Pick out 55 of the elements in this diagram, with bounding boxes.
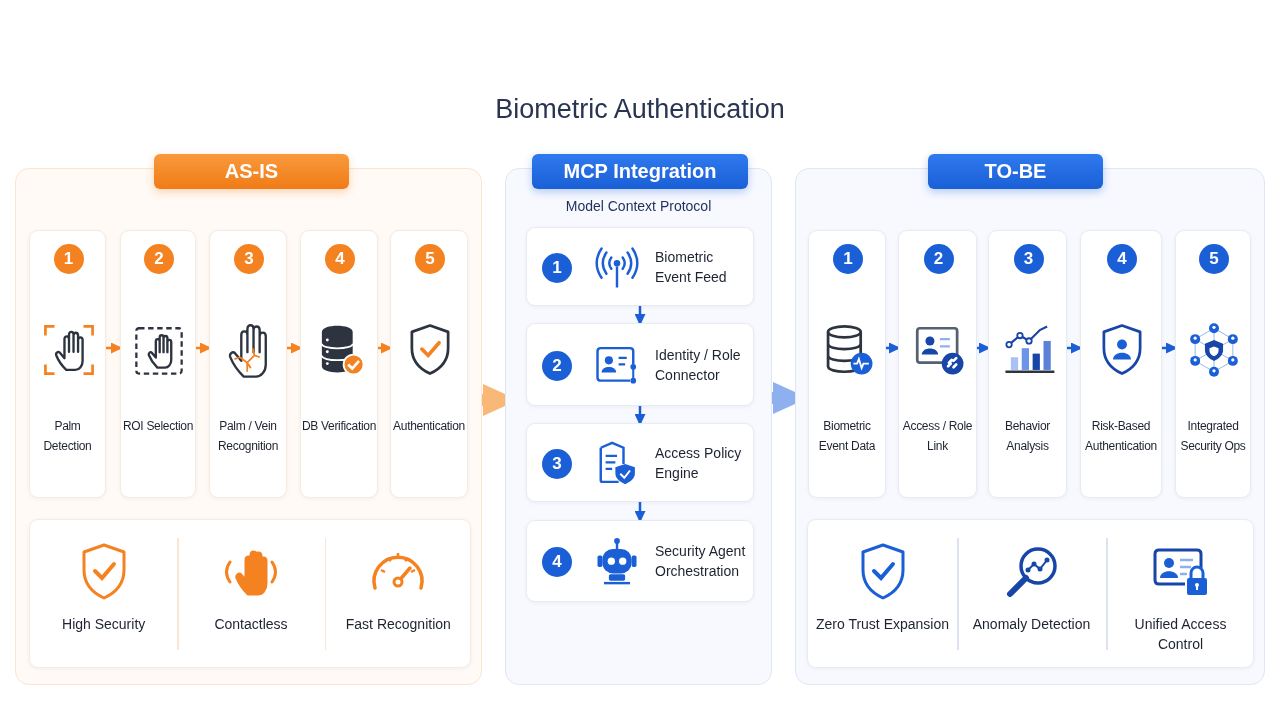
step-number: 2 [923,244,954,274]
section-title-tab: TO-BE [928,154,1103,189]
step-label: Security Agent Orchestration [655,542,747,581]
step-label: Behavior Analysis [1004,418,1051,455]
step-card [29,230,106,498]
step-label: ROI Selection [121,418,195,435]
step-number: 4 [325,244,355,274]
step-label: Integrated Security Ops [1179,418,1247,455]
step-label: Palm / Vein Recognition [216,418,280,455]
step-number: 1 [833,244,863,274]
step-label: DB Verification [301,418,377,435]
feature-label: Fast Recognition [344,615,452,634]
section-subtitle: Model Context Protocol [564,198,713,214]
step-number: 2 [542,350,572,381]
step-label: Biometric Event Feed [655,247,728,287]
feature-label: High Security [61,615,147,634]
step-card [526,323,754,406]
step-number: 2 [144,244,174,274]
feature-label: Zero Trust Expansion [814,615,951,634]
feature-label: Unified Access Control [1133,615,1228,654]
step-number: 5 [1199,244,1229,274]
feature-label: Anomaly Detection [971,615,1092,634]
feature-label: Contactless [213,615,289,634]
step-card [526,227,754,306]
step-number: 1 [53,244,84,274]
step-card [1175,230,1251,498]
step-card [526,423,754,502]
step-card [526,520,754,602]
step-number: 3 [234,244,264,274]
step-label: Palm Detection [42,418,93,455]
feature-card [807,519,1254,668]
step-number: 4 [542,547,572,577]
step-number: 5 [415,244,445,274]
step-card [209,230,287,498]
step-card [300,230,378,498]
step-label: Risk-Based Authentication [1084,418,1158,455]
section-title-tab: AS-IS [154,154,349,189]
step-number: 1 [542,252,572,283]
step-number: 4 [1107,244,1137,274]
step-label: Authentication [392,418,466,435]
step-card [120,230,196,498]
step-label: Identity / Role Connector [655,345,742,385]
feature-card [29,519,471,668]
step-card [1080,230,1162,498]
diagram-title: Biometric Authentication [494,94,786,125]
step-label: Access / Role Link [901,418,974,455]
step-label: Biometric Event Data [817,418,877,455]
step-number: 3 [542,448,572,479]
step-card [808,230,886,498]
step-card [988,230,1067,498]
section-title-tab: MCP Integration [532,154,748,189]
step-label: Access Policy Engine [655,443,743,483]
step-card [898,230,977,498]
step-card [390,230,468,498]
step-number: 3 [1013,244,1044,274]
